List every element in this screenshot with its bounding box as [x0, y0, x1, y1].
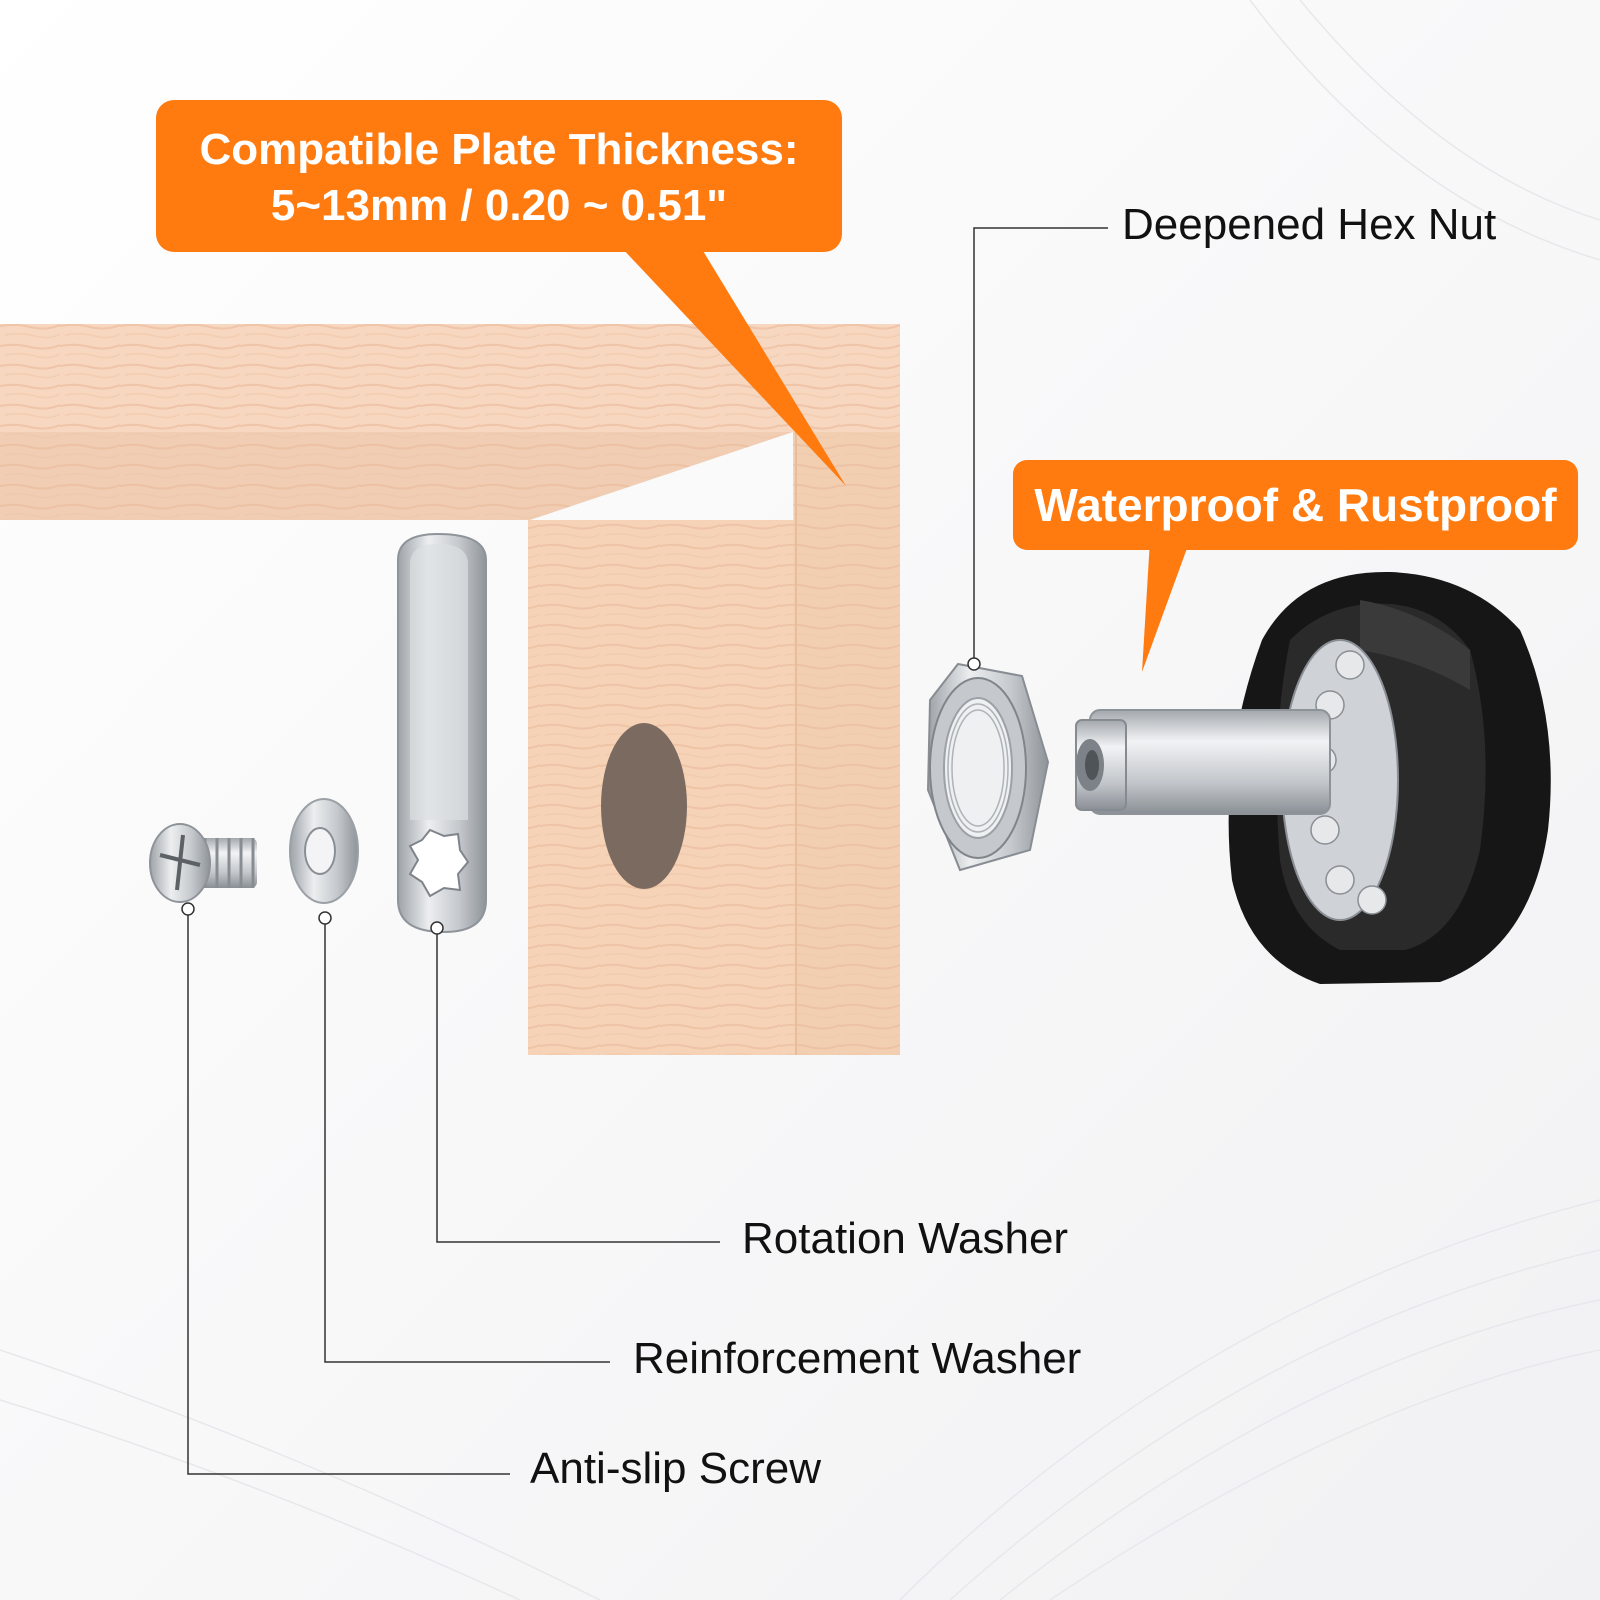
waterproof-callout-pointer: [1142, 540, 1190, 672]
hex-nut: [926, 657, 1050, 872]
reinforcement-washer: [289, 798, 359, 925]
panel-hole: [601, 723, 687, 889]
anti-slip-screw: [149, 823, 257, 916]
plate-callout-pointer: [620, 246, 846, 486]
rotation-washer: [397, 532, 487, 935]
wood-panel: [0, 324, 900, 1055]
label-hex-nut: Deepened Hex Nut: [1122, 200, 1497, 249]
label-anti-slip-screw: Anti-slip Screw: [530, 1444, 821, 1493]
waterproof-callout: Waterproof & Rustproof: [1013, 460, 1578, 550]
leader-lines: [187, 227, 1108, 1475]
label-reinforcement-washer: Reinforcement Washer: [633, 1334, 1082, 1383]
knob-assembly: [1075, 571, 1551, 984]
plate-thickness-callout: Compatible Plate Thickness: 5~13mm / 0.2…: [156, 100, 842, 252]
plate-thickness-line1: Compatible Plate Thickness:: [199, 125, 799, 174]
plate-thickness-line2: 5~13mm / 0.20 ~ 0.51": [270, 181, 728, 230]
waterproof-text: Waterproof & Rustproof: [1034, 479, 1557, 531]
label-rotation-washer: Rotation Washer: [742, 1214, 1069, 1263]
